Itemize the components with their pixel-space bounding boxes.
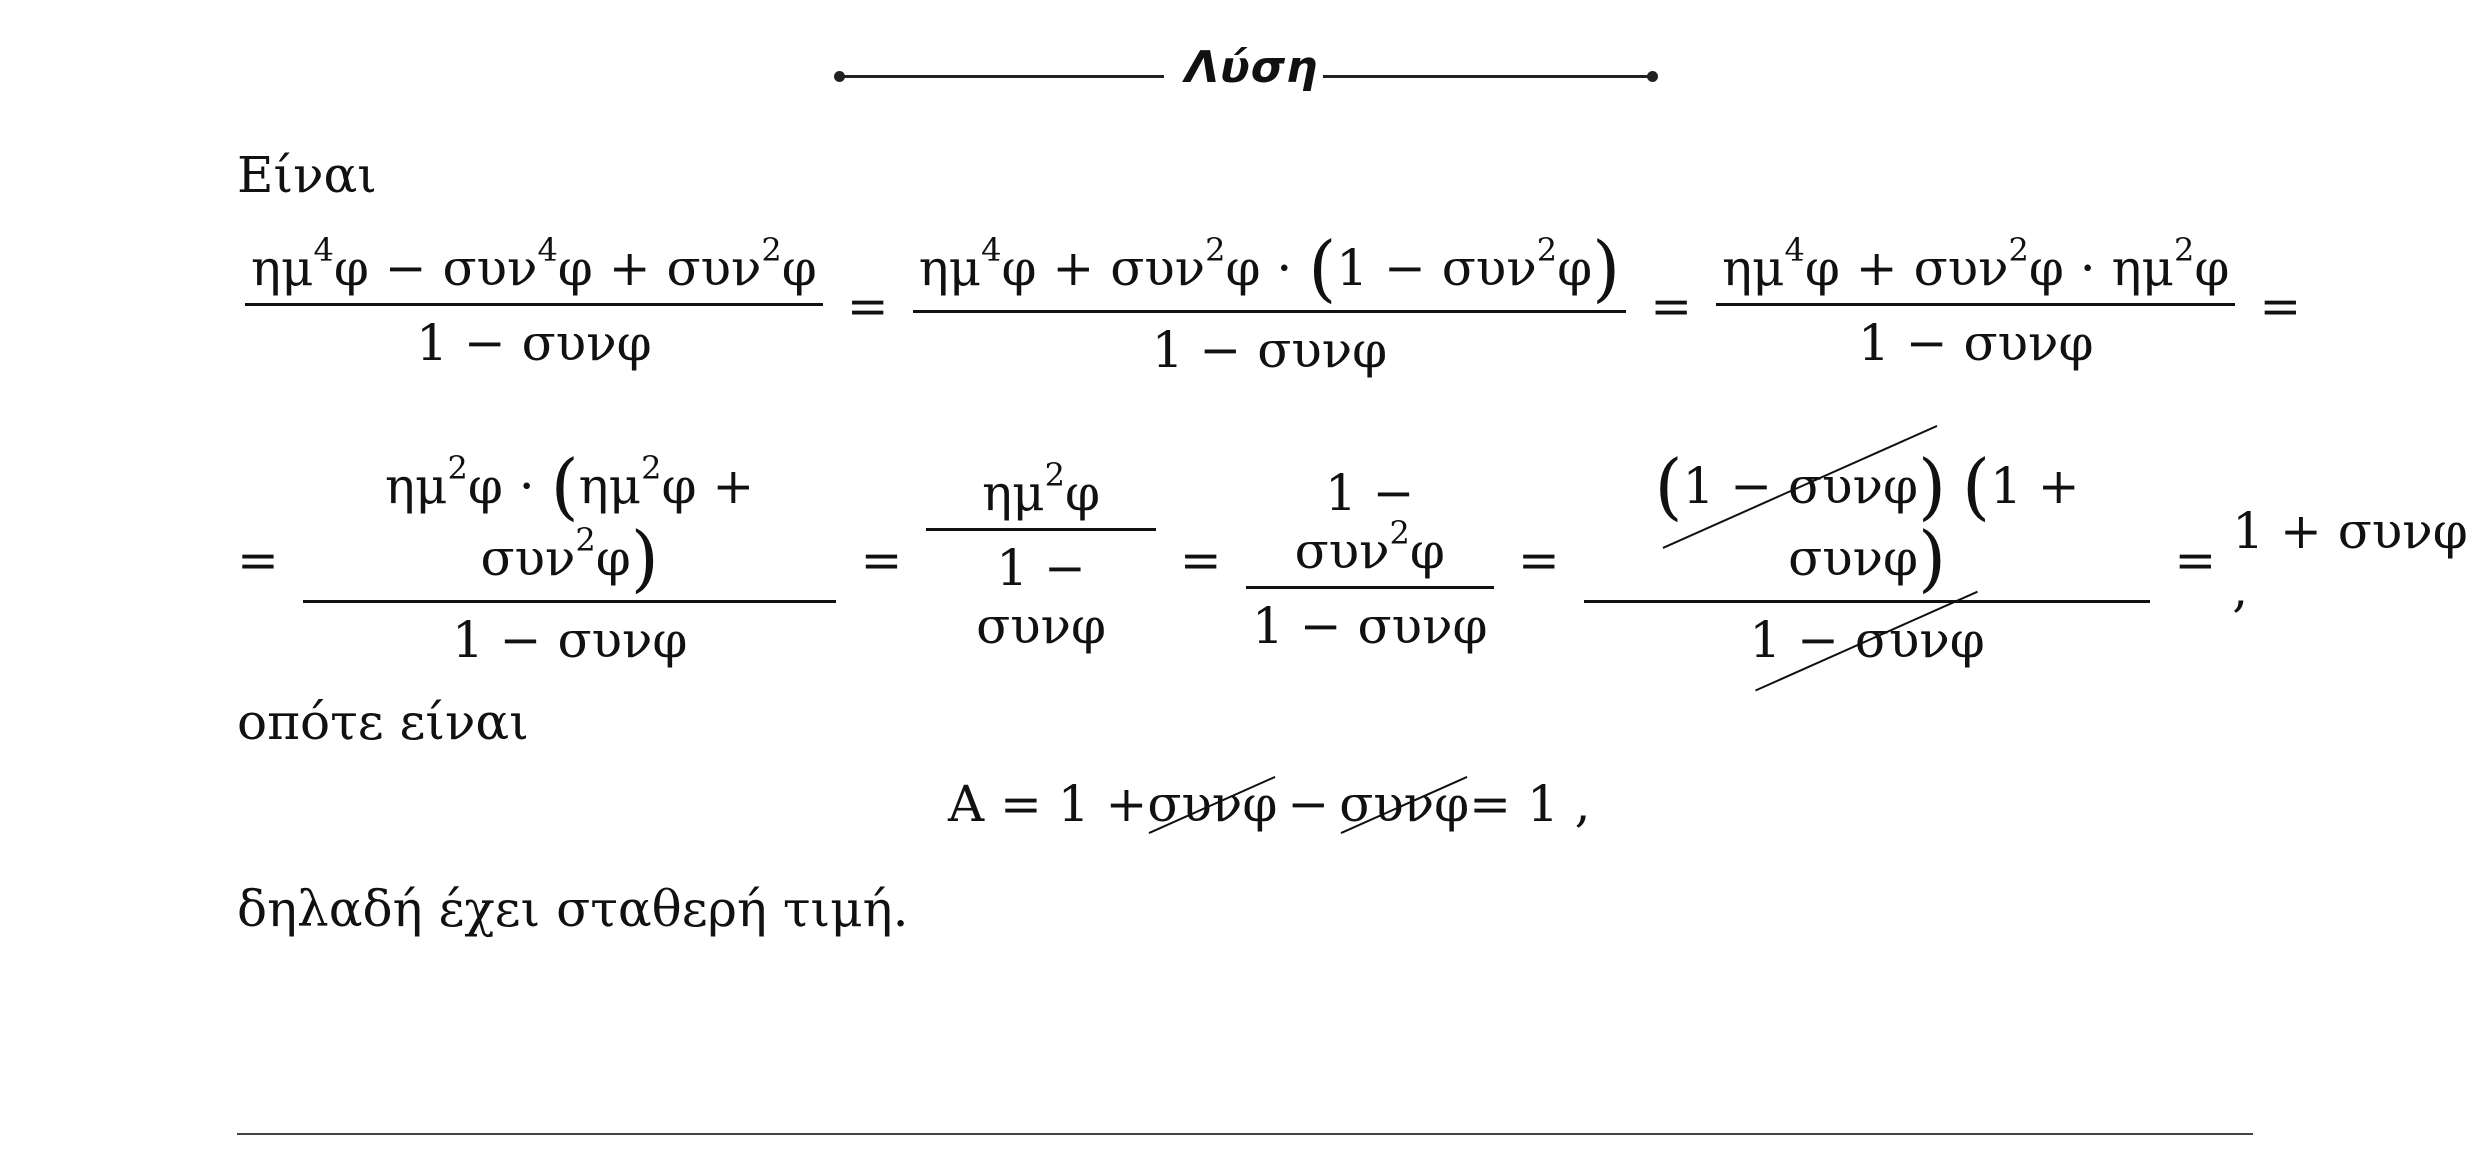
fraction-6: 1 − συν2φ 1 − συνφ <box>1245 464 1494 655</box>
equals-sign: = <box>237 530 279 589</box>
fraction-2: ημ4φ + συν2φ · (1 − συν2φ) 1 − συνφ <box>912 226 1627 379</box>
fraction-2-numerator: ημ4φ + συν2φ · (1 − συν2φ) <box>918 226 1621 310</box>
intro-text: Είναι <box>237 146 377 204</box>
fraction-7-denominator: 1 − συνφ <box>1583 600 2151 669</box>
conclusion-text: δηλαδή έχει σταθερή τιμή. <box>237 880 909 938</box>
fraction-7-numerator: (1 − συνφ) (1 + συνφ) <box>1654 444 2080 600</box>
cancelled-denominator: 1 − συνφ <box>1749 611 1985 669</box>
equals-sign: = <box>2174 530 2217 589</box>
row-2-result: 1 + συνφ , <box>2232 501 2468 618</box>
fraction-1-denominator: 1 − συνφ <box>245 303 823 372</box>
fraction-6-numerator: 1 − συν2φ <box>1294 464 1445 580</box>
equals-sign: = <box>1179 530 1222 589</box>
fraction-1: ημ4φ − συν4φ + συν2φ 1 − συνφ <box>245 231 823 372</box>
fraction-3-denominator: 1 − συνφ <box>1716 303 2236 372</box>
fraction-4: ημ2φ · (ημ2φ + συν2φ) 1 − συνφ <box>302 444 837 669</box>
cancelled-term-1: συνφ <box>1147 775 1278 833</box>
equals-sign: = <box>1650 276 1693 335</box>
equation-row-1: ημ4φ − συν4φ + συν2φ 1 − συνφ = ημ4φ + σ… <box>237 232 2317 379</box>
final-equation: Α = 1 + συνφ − συνφ = 1 , <box>948 775 1591 833</box>
cancelled-term-2: συνφ <box>1339 775 1470 833</box>
equals-sign: = <box>860 530 903 589</box>
fraction-5: ημ2φ 1 − συνφ <box>926 456 1156 655</box>
fraction-4-denominator: 1 − συνφ <box>302 600 837 669</box>
fraction-3-numerator: ημ4φ + συν2φ · ημ2φ <box>1722 231 2230 297</box>
fraction-1-numerator: ημ4φ − συν4φ + συν2φ <box>251 231 817 297</box>
fraction-5-denominator: 1 − συνφ <box>926 528 1156 655</box>
final-lhs: Α = 1 + <box>948 775 1148 833</box>
mid-text: οπότε είναι <box>237 693 529 751</box>
final-minus: − <box>1287 775 1330 833</box>
bottom-rule <box>237 1133 2253 1135</box>
header-right-rule <box>1323 75 1653 78</box>
section-header: Λύση <box>0 40 2480 110</box>
fraction-7: (1 − συνφ) (1 + συνφ) 1 − συνφ <box>1583 444 2151 669</box>
header-left-rule <box>838 75 1164 78</box>
header-right-dot <box>1647 71 1658 82</box>
section-title: Λύση <box>1185 42 1319 93</box>
final-rhs: = 1 , <box>1469 775 1591 833</box>
fraction-4-numerator: ημ2φ · (ημ2φ + συν2φ) <box>385 444 755 600</box>
fraction-6-denominator: 1 − συνφ <box>1245 586 1494 655</box>
fraction-3: ημ4φ + συν2φ · ημ2φ 1 − συνφ <box>1716 231 2236 372</box>
cancelled-factor: (1 − συνφ) <box>1654 444 1947 528</box>
fraction-2-denominator: 1 − συνφ <box>912 310 1627 379</box>
equals-sign: = <box>846 276 889 335</box>
equals-sign: = <box>2259 276 2302 335</box>
equation-row-2: = ημ2φ · (ημ2φ + συν2φ) 1 − συνφ = ημ2φ … <box>237 450 2480 669</box>
equals-sign: = <box>1517 530 1560 589</box>
fraction-5-numerator: ημ2φ <box>982 456 1100 522</box>
